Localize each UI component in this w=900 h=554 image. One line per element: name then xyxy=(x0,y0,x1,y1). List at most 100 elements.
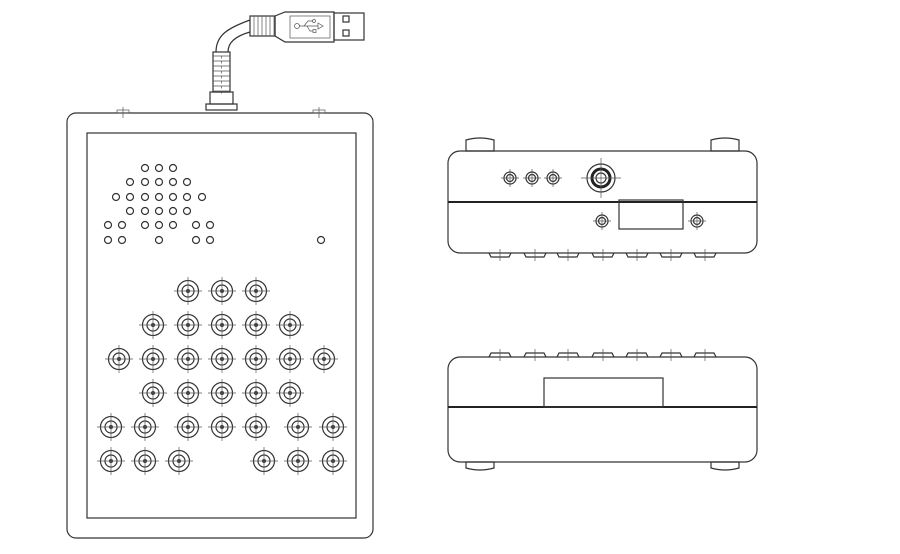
jack-array xyxy=(97,277,347,475)
speaker-hole xyxy=(197,192,207,202)
speaker-hole xyxy=(103,235,113,245)
speaker-grille xyxy=(103,163,326,245)
knob-edge xyxy=(693,349,717,361)
knob-edge xyxy=(659,349,683,361)
patch-jack xyxy=(242,379,270,407)
front-view xyxy=(66,107,374,539)
patch-jack xyxy=(319,447,347,475)
speaker-hole xyxy=(154,192,164,202)
patch-jack xyxy=(242,345,270,373)
knob-edge xyxy=(488,349,512,361)
patch-jack xyxy=(165,447,193,475)
speaker-hole xyxy=(117,220,127,230)
patch-jack xyxy=(105,345,133,373)
speaker-hole xyxy=(140,192,150,202)
front-panel xyxy=(86,132,357,519)
usb-cable xyxy=(205,11,365,111)
patch-jack xyxy=(131,413,159,441)
patch-jack xyxy=(174,413,202,441)
speaker-hole xyxy=(154,220,164,230)
patch-jack xyxy=(139,345,167,373)
patch-jack xyxy=(208,413,236,441)
speaker-hole xyxy=(168,177,178,187)
side-jack xyxy=(688,212,706,230)
patch-jack xyxy=(250,447,278,475)
patch-jack xyxy=(131,447,159,475)
speaker-hole xyxy=(191,220,201,230)
speaker-hole xyxy=(125,206,135,216)
speaker-hole xyxy=(168,206,178,216)
patch-jack xyxy=(276,345,304,373)
usb-icon xyxy=(294,19,324,33)
patch-jack xyxy=(208,311,236,339)
side-view-rear xyxy=(447,137,758,261)
speaker-hole xyxy=(205,235,215,245)
patch-jack xyxy=(208,277,236,305)
patch-jack xyxy=(276,379,304,407)
side-jack xyxy=(501,169,519,187)
speaker-hole xyxy=(154,177,164,187)
speaker-hole xyxy=(168,192,178,202)
speaker-hole xyxy=(140,163,150,173)
patch-jack xyxy=(97,413,125,441)
speaker-hole xyxy=(140,220,150,230)
speaker-hole xyxy=(111,192,121,202)
patch-jack xyxy=(208,379,236,407)
knob-edge xyxy=(488,249,512,261)
speaker-hole xyxy=(182,192,192,202)
patch-jack xyxy=(208,345,236,373)
speaker-hole xyxy=(182,177,192,187)
knob-edge xyxy=(659,249,683,261)
speaker-hole xyxy=(140,177,150,187)
speaker-hole xyxy=(140,206,150,216)
speaker-hole xyxy=(103,220,113,230)
speaker-hole xyxy=(182,206,192,216)
patch-jack xyxy=(319,413,347,441)
side-jack xyxy=(544,169,562,187)
top-screw-right xyxy=(312,107,326,118)
speaker-hole xyxy=(154,235,164,245)
patch-jack xyxy=(284,447,312,475)
cable-strain-relief-vertical xyxy=(212,51,231,94)
knob-edge xyxy=(523,249,547,261)
top-screw-left xyxy=(116,107,130,118)
patch-jack xyxy=(174,379,202,407)
knob-edge xyxy=(523,349,547,361)
cable-connector-base xyxy=(209,91,234,105)
front-outer-case xyxy=(66,112,374,539)
patch-jack xyxy=(174,345,202,373)
patch-jack xyxy=(97,447,125,475)
speaker-hole xyxy=(117,235,127,245)
speaker-hole xyxy=(168,163,178,173)
indicator-led xyxy=(316,235,326,245)
patch-jack xyxy=(174,311,202,339)
speaker-hole xyxy=(125,192,135,202)
speaker-hole xyxy=(154,163,164,173)
speaker-hole xyxy=(154,206,164,216)
knob-edge xyxy=(591,349,615,361)
patch-jack xyxy=(276,311,304,339)
label-plate xyxy=(618,199,684,230)
patch-jack xyxy=(242,277,270,305)
side-jack xyxy=(523,169,541,187)
speaker-hole xyxy=(125,177,135,187)
patch-jack xyxy=(242,311,270,339)
knob-edge xyxy=(556,249,580,261)
patch-jack xyxy=(139,311,167,339)
knob-edge xyxy=(625,349,649,361)
patch-jack xyxy=(139,379,167,407)
speaker-hole xyxy=(205,220,215,230)
speaker-hole xyxy=(191,235,201,245)
side-jack xyxy=(593,212,611,230)
usb-socket xyxy=(581,158,621,198)
speaker-hole xyxy=(168,220,178,230)
patch-jack xyxy=(174,277,202,305)
patch-jack xyxy=(284,413,312,441)
label-plate xyxy=(543,377,664,408)
knob-edge xyxy=(556,349,580,361)
cable-strain-relief-horizontal xyxy=(249,15,276,37)
patch-jack xyxy=(242,413,270,441)
usb-plug xyxy=(274,11,365,43)
knob-edge xyxy=(625,249,649,261)
